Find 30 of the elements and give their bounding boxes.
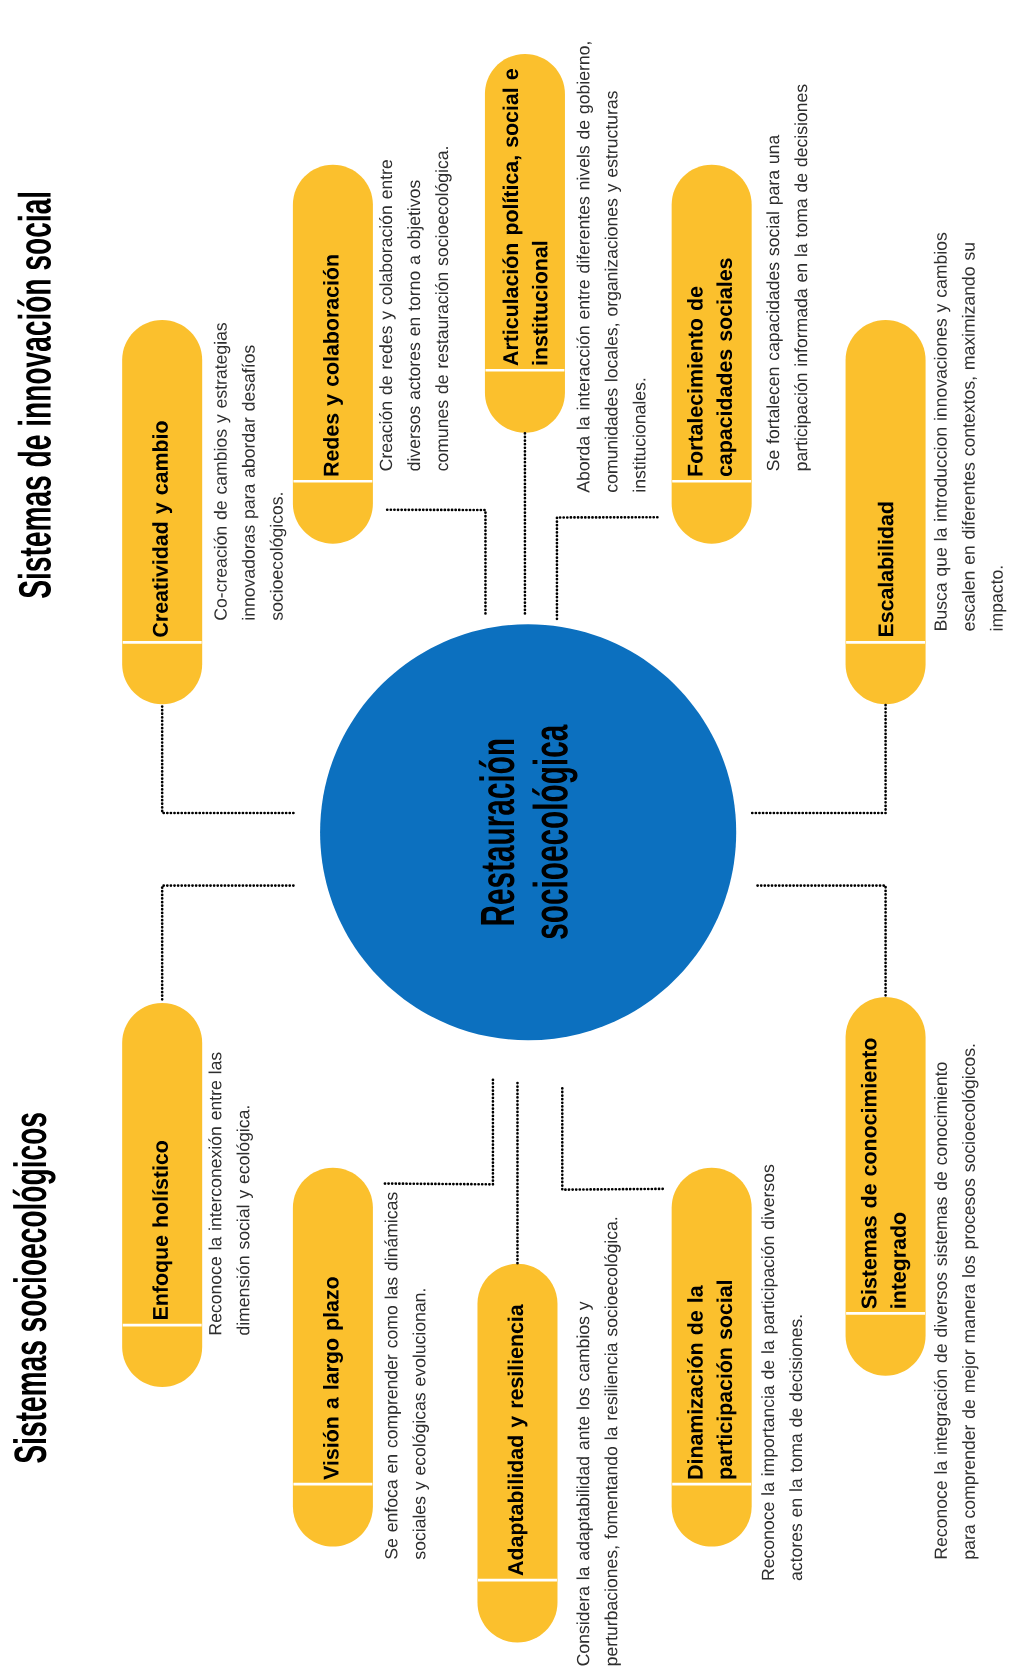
pill-box: Escalabilidad (845, 320, 926, 705)
connector-line (756, 884, 887, 999)
connector-line (160, 703, 295, 815)
pill-box: Sistemas de conocimiento integrado (845, 997, 926, 1376)
pill-box: Enfoque holístico (122, 1002, 203, 1388)
pill-box: Articulación política, social e institucional (485, 53, 566, 433)
pill-box: Visión a largo plazo (293, 1167, 373, 1547)
description-text: Busca que la introduccion innovaciones y cambios escalen en diferentes contextos, maximizando su impacto. (933, 232, 1007, 631)
description-text: Se enfoca en comprender como las dinámicas sociales y ecológicas evolucionan. (384, 1192, 430, 1560)
circle-node: Restauración socioecológica (320, 624, 737, 1041)
description-text: Reconoce la integración de diversos sistemas de conocimiento para comprender de mejor manera los procesos socioecológicos. (933, 1044, 979, 1559)
pill-box: Redes y colaboración (293, 164, 373, 544)
connector-line (750, 703, 887, 815)
description-text: Reconoce la interconexión entre las dimensión social y ecológica. (208, 1052, 254, 1335)
pill-box: Dinamización de la participación social (671, 1167, 752, 1547)
description-text: Creación de redes y colaboración entre diversos actores en torno a objetivos comunes de restauración socioecológica. (379, 147, 452, 471)
pill-box: Creatividad y cambio (122, 320, 203, 705)
section-heading: Sistemas de innovación social (17, 192, 52, 598)
connector-line (382, 1078, 495, 1186)
description-text: Co-creación de cambios y estrategias innovadoras para abordar desafíos socioecológicos. (213, 322, 287, 621)
pill-box: Fortalecimiento de capacidades sociales (671, 164, 752, 544)
connector-line (523, 431, 527, 615)
description-text: Aborda la interacción entre diferentes nivels de gobierno, comunidades locales, organizaciones y estructuras institucionales. (576, 42, 646, 493)
description-text: Considera la adaptabilidad ante los cambios y perturbaciones, fomentando la resiliencia socioecológica. (576, 1217, 621, 1666)
description-text: Reconoce la importancia de la participación diversos actores en la toma de decisiones. (761, 1164, 803, 1581)
section-heading: Sistemas socioecológicos (12, 1113, 56, 1463)
connector-line (561, 1087, 665, 1192)
description-text: Se fortalecen capacidades social para una participación informada en la toma de decisiones (766, 84, 811, 471)
connector-line (516, 1081, 519, 1265)
pill-box: Adaptabilidad y resiliencia (477, 1263, 558, 1643)
